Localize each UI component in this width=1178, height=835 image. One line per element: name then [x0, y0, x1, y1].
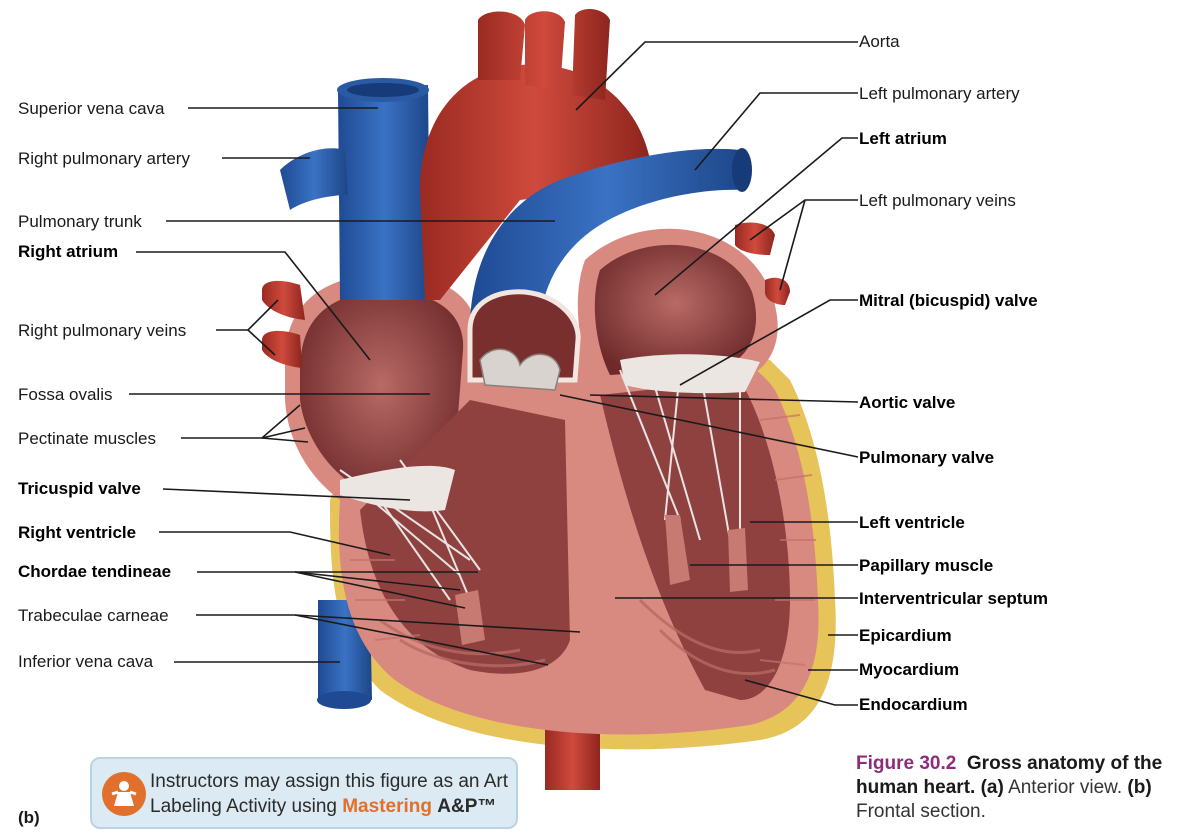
promo-line-2-prefix: Labeling Activity using	[150, 796, 342, 817]
label-trabeculae-carneae: Trabeculae carneae	[18, 606, 169, 626]
label-inferior-vena-cava: Inferior vena cava	[18, 652, 153, 672]
label-left-ventricle: Left ventricle	[859, 513, 965, 533]
label-superior-vena-cava: Superior vena cava	[18, 99, 164, 119]
mastering-link[interactable]: Mastering	[342, 796, 432, 817]
label-endocardium: Endocardium	[859, 695, 968, 715]
label-pulmonary-valve: Pulmonary valve	[859, 448, 994, 468]
caption-a-text: Anterior view.	[1008, 777, 1122, 798]
label-papillary-muscle: Papillary muscle	[859, 556, 993, 576]
label-pulmonary-trunk: Pulmonary trunk	[18, 212, 142, 232]
label-tricuspid-valve: Tricuspid valve	[18, 479, 141, 499]
label-interventricular-septum: Interventricular septum	[859, 589, 1048, 609]
label-fossa-ovalis: Fossa ovalis	[18, 385, 112, 405]
label-left-pulmonary-artery: Left pulmonary artery	[859, 84, 1020, 104]
label-aorta: Aorta	[859, 32, 900, 52]
label-myocardium: Myocardium	[859, 660, 959, 680]
promo-text: Instructors may assign this figure as an…	[150, 769, 508, 819]
figure-caption: Figure 30.2 Gross anatomy of the human h…	[856, 752, 1174, 824]
label-aortic-valve: Aortic valve	[859, 393, 955, 413]
label-right-pulmonary-artery: Right pulmonary artery	[18, 149, 190, 169]
panel-letter: (b)	[18, 808, 40, 828]
label-right-pulmonary-veins: Right pulmonary veins	[18, 321, 186, 341]
promo-line-2: Labeling Activity using Mastering A&P™	[150, 794, 508, 819]
superior-vena-cava	[338, 85, 430, 300]
figure-number: Figure 30.2	[856, 753, 956, 774]
mitral-leaflets	[620, 354, 760, 393]
label-right-ventricle: Right ventricle	[18, 523, 136, 543]
label-pectinate-muscles: Pectinate muscles	[18, 429, 156, 449]
ap-label: A&P™	[437, 796, 496, 817]
caption-a-marker: (a)	[981, 777, 1004, 798]
label-left-atrium: Left atrium	[859, 129, 947, 149]
promo-line-1: Instructors may assign this figure as an…	[150, 769, 508, 794]
instructor-icon	[102, 772, 146, 816]
label-mitral-valve: Mitral (bicuspid) valve	[859, 291, 1038, 311]
papillary-muscle-left-b	[728, 528, 748, 592]
label-right-atrium: Right atrium	[18, 242, 118, 262]
label-chordae-tendineae: Chordae tendineae	[18, 562, 171, 582]
right-pulmonary-vein-upper	[262, 281, 305, 320]
caption-b-text: Frontal section.	[856, 801, 986, 822]
caption-b-marker: (b)	[1127, 777, 1151, 798]
label-epicardium: Epicardium	[859, 626, 952, 646]
label-left-pulmonary-veins: Left pulmonary veins	[859, 191, 1016, 211]
left-pulmonary-vein-upper	[735, 222, 775, 255]
art-labeling-promo[interactable]: Instructors may assign this figure as an…	[90, 757, 518, 829]
